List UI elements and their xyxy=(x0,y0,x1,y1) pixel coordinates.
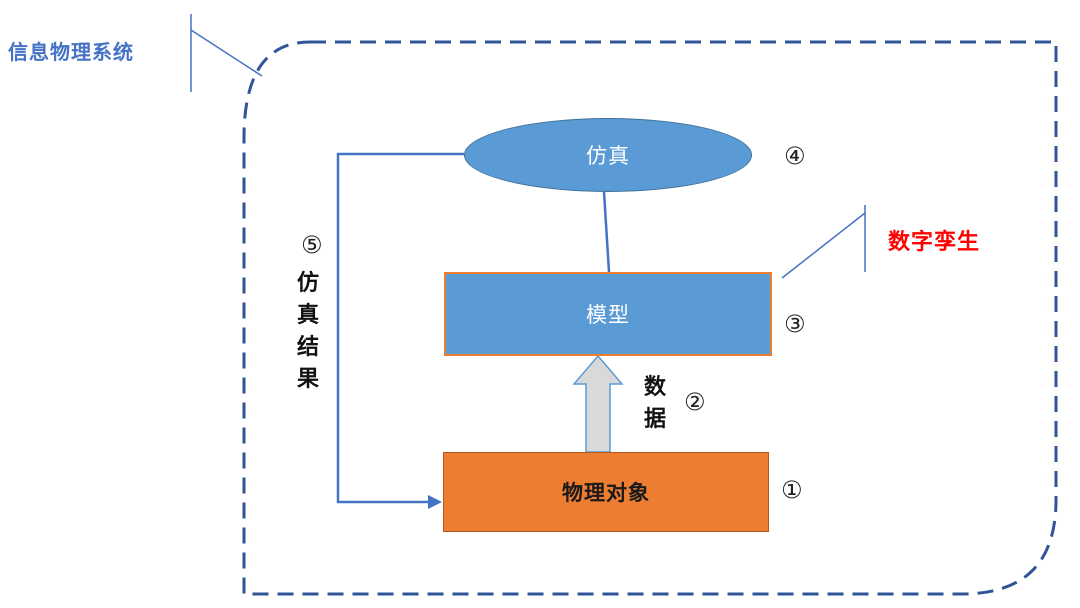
marker-1: ① xyxy=(781,476,803,504)
digital-twin-callout xyxy=(781,205,866,279)
sim-model-connector xyxy=(602,191,611,273)
simulation-result-char: 结 xyxy=(296,335,319,360)
physical-object-node-label: 物理对象 xyxy=(562,481,650,505)
model-node-label: 模型 xyxy=(586,303,630,327)
marker-4: ④ xyxy=(784,142,806,170)
simulation-result-char: 真 xyxy=(296,303,319,328)
system-boundary xyxy=(242,40,1058,596)
marker-5: ⑤ xyxy=(301,231,323,259)
simulation-node: 仿真 xyxy=(464,118,752,192)
simulation-result-edge-label: 仿 真 结 果 xyxy=(294,268,322,396)
data-edge-char: 据 xyxy=(643,407,666,432)
marker-3: ③ xyxy=(784,310,806,338)
model-node: 模型 xyxy=(444,272,772,356)
simulation-result-char: 仿 xyxy=(296,271,319,296)
system-callout xyxy=(190,14,263,92)
data-block-arrow xyxy=(572,354,624,453)
data-edge-label: 数 据 xyxy=(641,372,669,436)
system-label: 信息物理系统 xyxy=(8,40,134,64)
digital-twin-label: 数字孪生 xyxy=(888,230,981,255)
data-edge-char: 数 xyxy=(643,375,666,400)
simulation-result-char: 果 xyxy=(296,367,319,392)
marker-2: ② xyxy=(684,388,706,416)
feedback-path xyxy=(336,152,464,504)
physical-object-node: 物理对象 xyxy=(443,452,769,532)
feedback-arrowhead xyxy=(428,495,442,509)
simulation-node-label: 仿真 xyxy=(586,144,630,168)
